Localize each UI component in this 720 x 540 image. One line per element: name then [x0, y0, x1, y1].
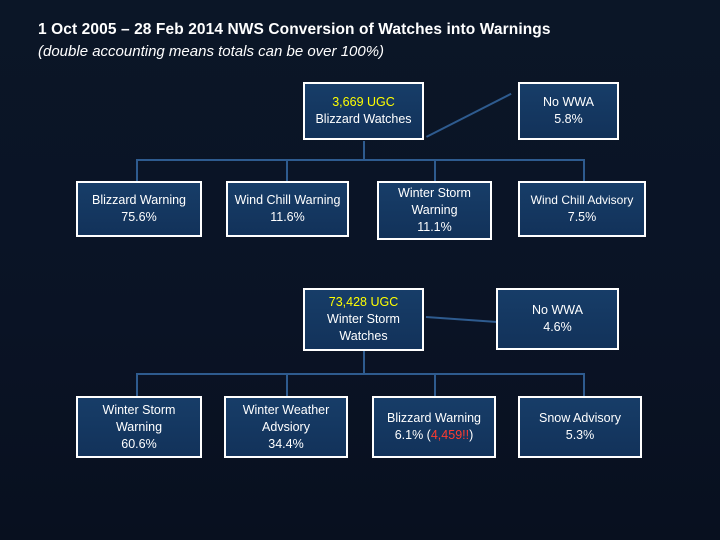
node-winterstorm-no-wwa-label: No WWA: [532, 303, 583, 317]
node-value-prefix: 6.1% (: [394, 428, 431, 442]
node-winterstorm-child-blizzard-warning[interactable]: Blizzard Warning 6.1% (4,459!!): [372, 396, 496, 458]
node-label-line2: Warning: [411, 203, 458, 217]
node-blizzard-no-wwa-value: 5.8%: [554, 112, 583, 126]
node-label: Wind Chill Advisory: [530, 193, 634, 207]
node-label: Blizzard Warning: [386, 411, 481, 425]
connector-blizzard-drop-1: [136, 159, 138, 181]
node-winter-storm-watches-count: 73,428 UGC: [328, 295, 399, 309]
title-line-2: (double accounting means totals can be o…: [38, 43, 385, 60]
node-winterstorm-child-winter-weather-advisory[interactable]: Winter Weather Advsiory 34.4%: [224, 396, 348, 458]
node-winterstorm-child-snow-advisory[interactable]: Snow Advisory 5.3%: [518, 396, 642, 458]
connector-blizzard-drop-2: [286, 159, 288, 181]
node-value-composite: 6.1% (4,459!!): [395, 427, 474, 444]
node-blizzard-child-winter-storm-warning[interactable]: Winter Storm Warning 11.1%: [377, 181, 492, 240]
node-label-line2: Advsiory: [262, 419, 310, 434]
node-label: Wind Chill Warning: [234, 193, 341, 207]
node-winterstorm-child-winter-storm-warning[interactable]: Winter Storm Warning 60.6%: [76, 396, 202, 458]
node-blizzard-watches-count: 3,669 UGC: [332, 95, 395, 109]
node-label: Snow Advisory: [539, 411, 621, 425]
connector-blizzard-drop-3: [434, 159, 436, 181]
title-line-1: 1 Oct 2005 – 28 Feb 2014 NWS Conversion …: [38, 21, 551, 38]
node-label-line1: Winter Storm: [398, 186, 471, 200]
node-value: 75.6%: [121, 210, 157, 224]
node-value: 11.6%: [270, 210, 305, 224]
node-winter-storm-watches[interactable]: 73,428 UGC Winter Storm Watches: [303, 288, 424, 351]
node-label-line1: Winter Storm: [102, 402, 176, 417]
node-value-suffix: ): [469, 428, 474, 442]
node-blizzard-no-wwa-label: No WWA: [543, 95, 594, 109]
connector-blizzard-drop-4: [583, 159, 585, 181]
node-value: 34.4%: [268, 436, 304, 451]
node-winterstorm-no-wwa[interactable]: No WWA 4.6%: [496, 288, 619, 350]
connector-blizzard-stem: [363, 141, 365, 159]
page-title: 1 Oct 2005 – 28 Feb 2014 NWS Conversion …: [38, 20, 678, 62]
node-label-line2: Warning: [115, 419, 163, 434]
node-value: 60.6%: [121, 436, 157, 451]
node-value: 7.5%: [567, 210, 597, 224]
node-blizzard-child-wind-chill-advisory[interactable]: Wind Chill Advisory 7.5%: [518, 181, 646, 237]
connector-winterstorm-nowwa: [425, 316, 501, 324]
node-label: Blizzard Warning: [91, 193, 186, 207]
node-blizzard-child-blizzard-warning[interactable]: Blizzard Warning 75.6%: [76, 181, 202, 237]
node-label-line1: Winter Weather: [242, 402, 330, 417]
node-blizzard-child-wind-chill-warning[interactable]: Wind Chill Warning 11.6%: [226, 181, 349, 237]
connector-winterstorm-drop-4: [583, 373, 585, 396]
node-blizzard-watches-label: Blizzard Watches: [315, 112, 412, 126]
node-blizzard-watches[interactable]: 3,669 UGC Blizzard Watches: [303, 82, 424, 140]
node-value-highlight: 4,459!!: [430, 428, 470, 442]
connector-blizzard-nowwa: [426, 92, 512, 138]
node-blizzard-no-wwa[interactable]: No WWA 5.8%: [518, 82, 619, 140]
connector-winterstorm-drop-1: [136, 373, 138, 396]
node-value: 5.3%: [565, 428, 595, 442]
node-winterstorm-no-wwa-value: 4.6%: [543, 320, 572, 334]
connector-winterstorm-drop-2: [286, 373, 288, 396]
node-winter-storm-watches-label-2: Watches: [339, 329, 388, 343]
connector-winterstorm-stem: [363, 351, 365, 373]
node-winter-storm-watches-label-1: Winter Storm: [327, 312, 400, 326]
connector-winterstorm-drop-3: [434, 373, 436, 396]
connector-winterstorm-bus: [136, 373, 584, 375]
connector-blizzard-bus: [136, 159, 584, 161]
node-value: 11.1%: [417, 220, 452, 234]
